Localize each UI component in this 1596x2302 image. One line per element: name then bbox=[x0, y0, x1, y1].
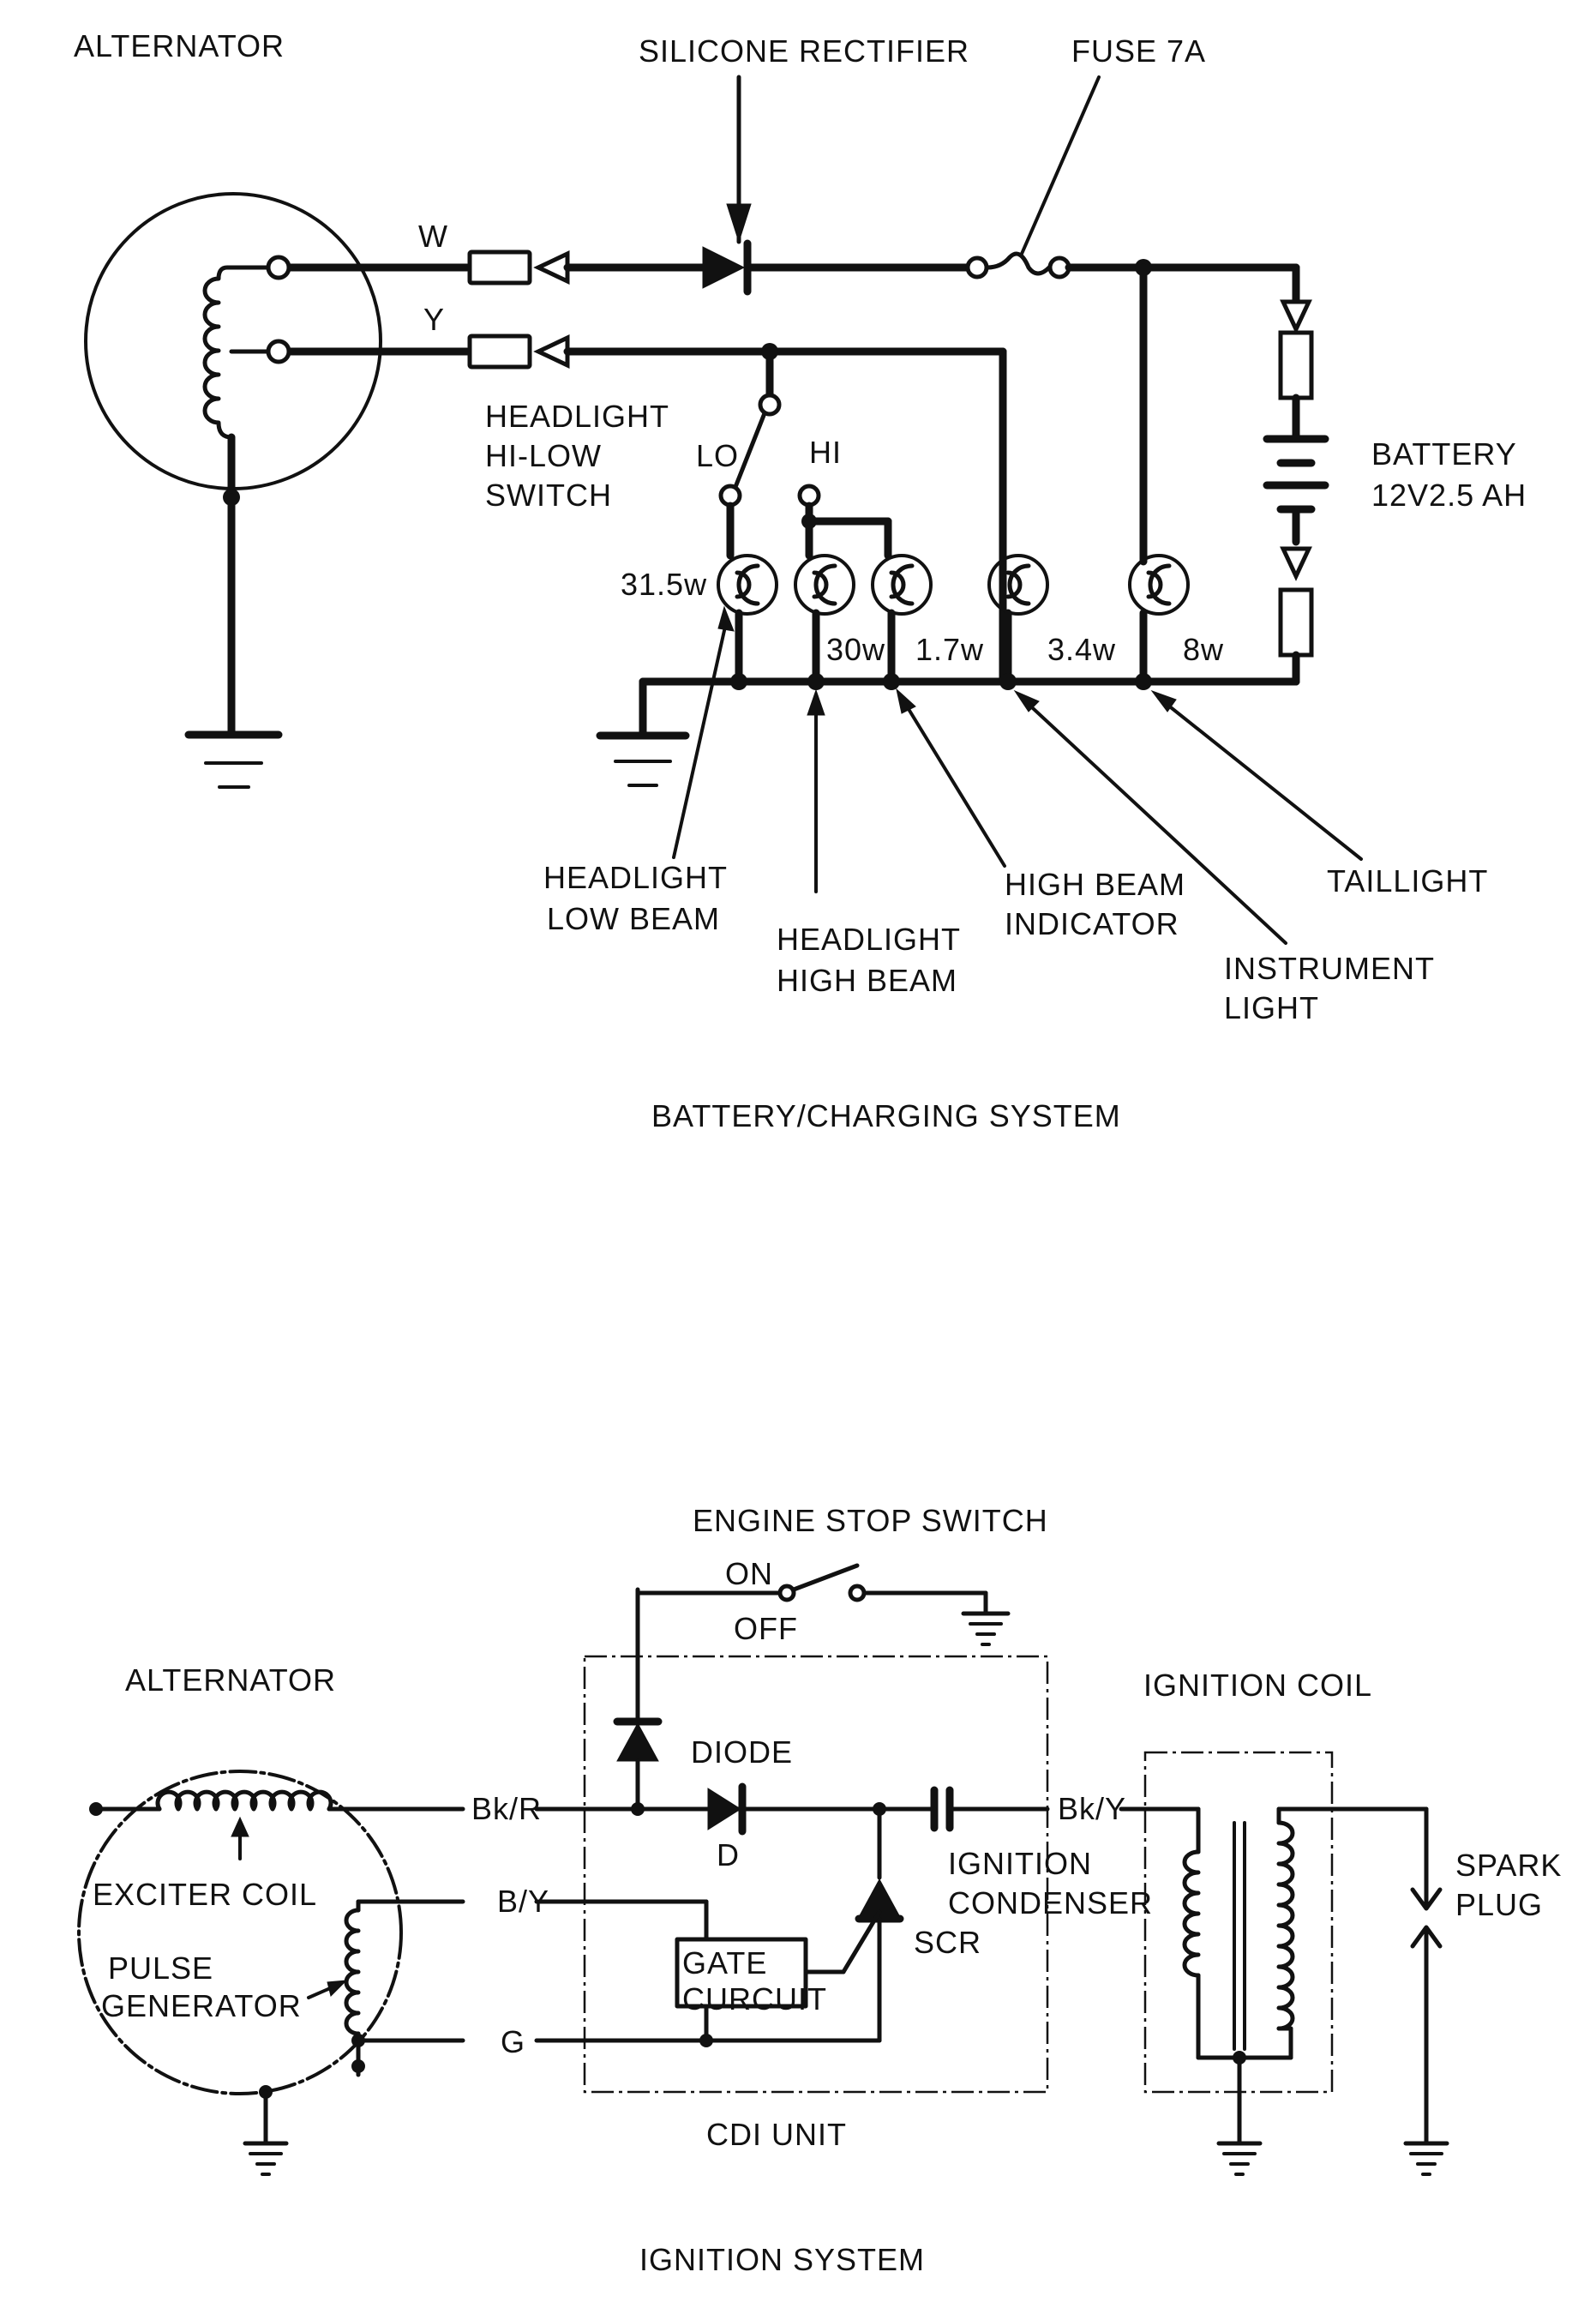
label-indicator-line1: HIGH BEAM bbox=[1005, 867, 1185, 902]
label-diode: DIODE bbox=[691, 1734, 793, 1770]
label-instrument-line1: INSTRUMENT bbox=[1224, 951, 1435, 986]
label-pulse-line1: PULSE bbox=[108, 1950, 213, 1986]
pulse-generator-coil bbox=[344, 1908, 361, 2036]
label-battery-line1: BATTERY bbox=[1371, 436, 1517, 472]
label-high-beam-line1: HEADLIGHT bbox=[777, 922, 961, 957]
caption-charging-system: BATTERY/CHARGING SYSTEM bbox=[651, 1098, 1121, 1133]
label-watt-instrument: 3.4w bbox=[1047, 632, 1116, 667]
label-watt-indicator: 1.7w bbox=[915, 632, 984, 667]
label-lo: LO bbox=[696, 438, 739, 473]
label-ignition-alternator: ALTERNATOR bbox=[125, 1662, 336, 1698]
label-d: D bbox=[717, 1837, 740, 1872]
label-wire-y: Y bbox=[423, 302, 445, 337]
label-exciter: EXCITER COIL bbox=[93, 1877, 317, 1912]
label-indicator-line2: INDICATOR bbox=[1005, 906, 1179, 941]
charging-system: ALTERNATOR SILICONE RECTIFIER FUSE 7A W … bbox=[74, 28, 1527, 1133]
label-switch-line2: HI-LOW bbox=[485, 438, 602, 473]
caption-ignition-system: IGNITION SYSTEM bbox=[639, 2242, 925, 2277]
ignition-system: ENGINE STOP SWITCH ON OFF ALTERNATOR DIO… bbox=[77, 1503, 1562, 2277]
label-charging-alternator: ALTERNATOR bbox=[74, 28, 285, 63]
diode-d bbox=[707, 1788, 741, 1830]
cdi-unit-box bbox=[583, 1655, 1049, 2094]
label-plug-line1: SPARK bbox=[1455, 1848, 1562, 1883]
label-gate-line2: CURCUIT bbox=[682, 1981, 827, 2017]
label-instrument-line2: LIGHT bbox=[1224, 990, 1319, 1025]
label-wire-by: B/Y bbox=[497, 1884, 549, 1919]
hilo-switch-pivot bbox=[758, 393, 782, 417]
battery-lead-lower bbox=[1278, 587, 1314, 658]
bulb-taillight bbox=[1128, 554, 1190, 616]
label-stop-switch: ENGINE STOP SWITCH bbox=[693, 1503, 1048, 1538]
label-plug-line2: PLUG bbox=[1455, 1887, 1543, 1922]
label-wire-g: G bbox=[501, 2024, 525, 2059]
bulb-instrument-light bbox=[987, 554, 1049, 616]
fuse-element bbox=[985, 251, 1052, 276]
stop-switch-blade bbox=[791, 1563, 860, 1592]
stop-switch-pivot bbox=[777, 1584, 796, 1602]
label-switch-line3: SWITCH bbox=[485, 478, 612, 513]
label-on: ON bbox=[725, 1556, 773, 1591]
label-scr: SCR bbox=[914, 1925, 981, 1960]
label-switch-line1: HEADLIGHT bbox=[485, 399, 669, 434]
label-battery-line2: 12V2.5 AH bbox=[1371, 478, 1527, 513]
ignition-coil-box bbox=[1143, 1751, 1334, 2094]
label-low-beam-line1: HEADLIGHT bbox=[543, 860, 728, 895]
bulb-headlight-high bbox=[794, 554, 855, 616]
label-low-beam-line2: LOW BEAM bbox=[547, 901, 720, 936]
bulb-headlight-low bbox=[717, 554, 778, 616]
label-ignition-coil: IGNITION COIL bbox=[1143, 1668, 1372, 1703]
connector-y bbox=[467, 334, 532, 370]
label-pulse-line2: GENERATOR bbox=[101, 1988, 302, 2023]
rectifier-diode bbox=[702, 246, 746, 289]
label-off: OFF bbox=[734, 1611, 798, 1646]
hilo-switch-blade bbox=[733, 411, 767, 490]
exciter-coil bbox=[155, 1789, 333, 1812]
bulb-high-beam-indicator bbox=[871, 554, 933, 616]
label-fuse: FUSE 7A bbox=[1071, 33, 1206, 69]
spark-plug-electrode-upper bbox=[1410, 1887, 1443, 1911]
label-cdi-unit: CDI UNIT bbox=[706, 2117, 847, 2152]
label-taillight: TAILLIGHT bbox=[1327, 863, 1488, 899]
label-condenser-line1: IGNITION bbox=[948, 1846, 1092, 1881]
fuse-terminal-left bbox=[965, 255, 989, 279]
connector-w bbox=[467, 249, 532, 285]
label-watt-low: 31.5w bbox=[621, 567, 707, 602]
charging-alternator-coil bbox=[202, 265, 281, 440]
label-rectifier: SILICONE RECTIFIER bbox=[639, 33, 969, 69]
label-high-beam-line2: HIGH BEAM bbox=[777, 963, 957, 998]
label-hi: HI bbox=[809, 435, 842, 470]
ignition-coil-primary bbox=[1182, 1849, 1201, 1978]
label-gate-line1: GATE bbox=[682, 1945, 767, 1980]
label-watt-tail: 8w bbox=[1183, 632, 1224, 667]
label-wire-bky: Bk/Y bbox=[1058, 1791, 1126, 1826]
label-condenser-line2: CONDENSER bbox=[948, 1885, 1153, 1920]
ignition-alternator-housing bbox=[77, 1770, 403, 2095]
label-watt-high: 30w bbox=[826, 632, 885, 667]
cdi-diode bbox=[616, 1722, 659, 1762]
ignition-coil-secondary bbox=[1276, 1820, 1295, 2031]
label-wire-w: W bbox=[418, 219, 448, 254]
label-wire-bkr: Bk/R bbox=[471, 1791, 542, 1826]
battery-lead-upper bbox=[1278, 330, 1314, 400]
